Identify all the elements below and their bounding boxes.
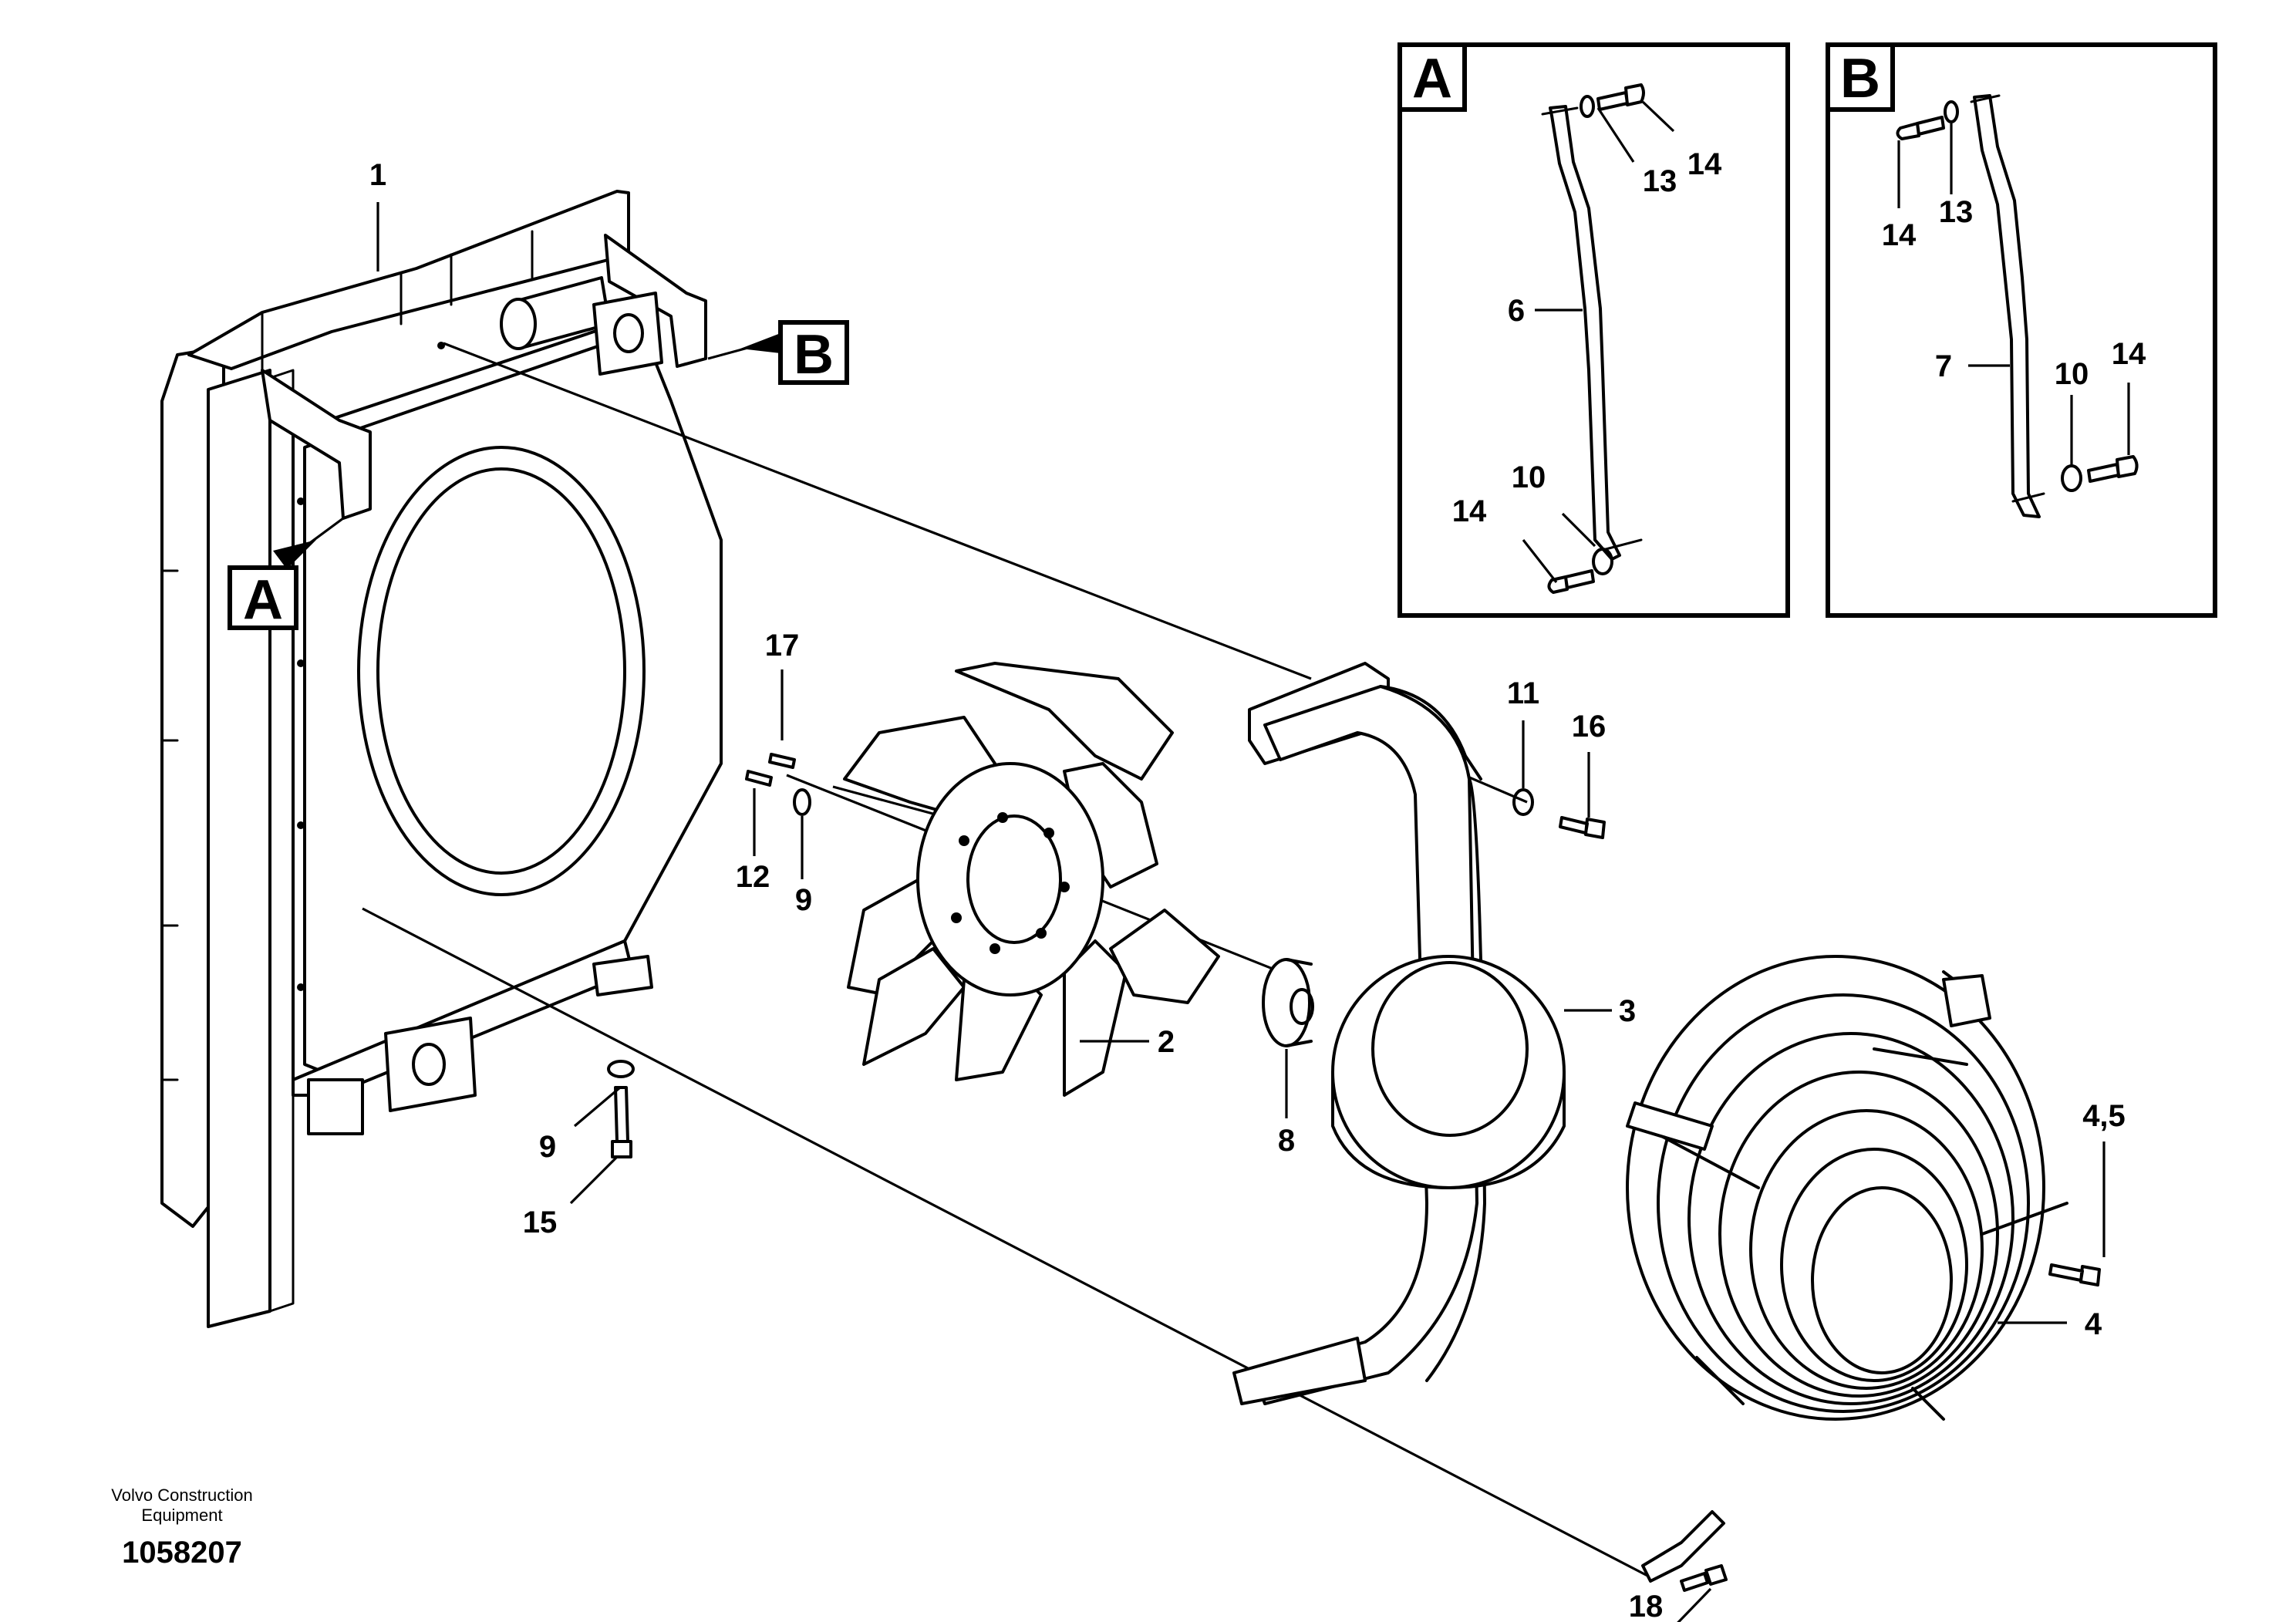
detail-a-label: A [1412,48,1452,110]
bolt-14-bottom-b [2087,455,2139,483]
drawing-number: 1058207 [122,1536,242,1570]
washer-10-a [1592,548,1613,575]
fan-ring-3 [1232,662,1566,1405]
callout-7: 7 [1935,349,1952,383]
stay-bracket-6 [1549,105,1621,561]
fan-ring [1331,955,1566,1189]
footer: Volvo Construction Equipment 1058207 [111,1485,252,1570]
bolt-17 [768,753,796,769]
bolt-4-5 [2048,1263,2101,1286]
bolt-12 [745,770,773,787]
callout-12: 12 [736,860,770,894]
callout-4-5: 4,5 [2082,1099,2126,1133]
bolt-14-bottom-a [1547,569,1595,594]
callout-14: 14 [2112,337,2146,371]
callout-4: 4 [2085,1307,2102,1341]
fan-2 [843,662,1220,1097]
callout-1: 1 [369,158,386,192]
callout-15: 15 [523,1206,558,1239]
mounting-bracket-a [261,369,372,520]
fan-shroud-opening [357,446,646,896]
callout-2: 2 [1158,1025,1175,1059]
washer-11 [1512,788,1534,816]
company-name-line2: Equipment [141,1506,222,1525]
ref-box-a: A [228,517,344,631]
ref-box-b: B [707,320,849,386]
hub-8 [1262,958,1314,1047]
callout-14: 14 [1882,218,1917,252]
callout-13: 13 [1643,164,1677,198]
callout-8: 8 [1278,1124,1295,1158]
ref-label-a: A [243,569,283,631]
callout-14: 14 [1452,494,1487,528]
detail-a-label-box [1397,42,1467,112]
company-name-line1: Volvo Construction [111,1485,252,1505]
callout-16: 16 [1572,710,1607,744]
radiator-assembly-1 [160,190,723,1328]
callout-9: 9 [539,1130,556,1164]
bolt-14-top-b [1896,116,1945,140]
callout-18: 18 [1629,1590,1664,1622]
callout-10: 10 [2055,357,2089,391]
callout-6: 6 [1508,294,1525,328]
callout-10: 10 [1512,460,1546,494]
stay-bracket-7 [1973,94,2041,518]
detail-view-b: B 14 13 7 10 14 [1826,42,2217,618]
callout-14: 14 [1687,147,1722,181]
callout-11: 11 [1507,676,1539,710]
callout-17: 17 [765,629,800,663]
bolt-14-top-a [1596,83,1645,111]
fan-guard-4 [1626,955,2068,1583]
callout-13: 13 [1939,195,1974,229]
callout-3: 3 [1619,994,1636,1028]
detail-view-a: A 14 13 6 10 14 [1397,42,1790,618]
washer-9-fan [793,788,811,816]
detail-b-label-box [1826,42,1895,112]
callout-9: 9 [795,883,812,917]
washer-13-b [1944,100,1959,123]
washer-9-radiator [607,1060,635,1078]
fan-hub [916,762,1104,996]
bolt-15 [611,1086,632,1158]
bolt-18 [1680,1564,1728,1592]
detail-b-label: B [1840,48,1880,110]
bolt-16 [1559,816,1606,839]
ref-label-b: B [794,324,834,386]
